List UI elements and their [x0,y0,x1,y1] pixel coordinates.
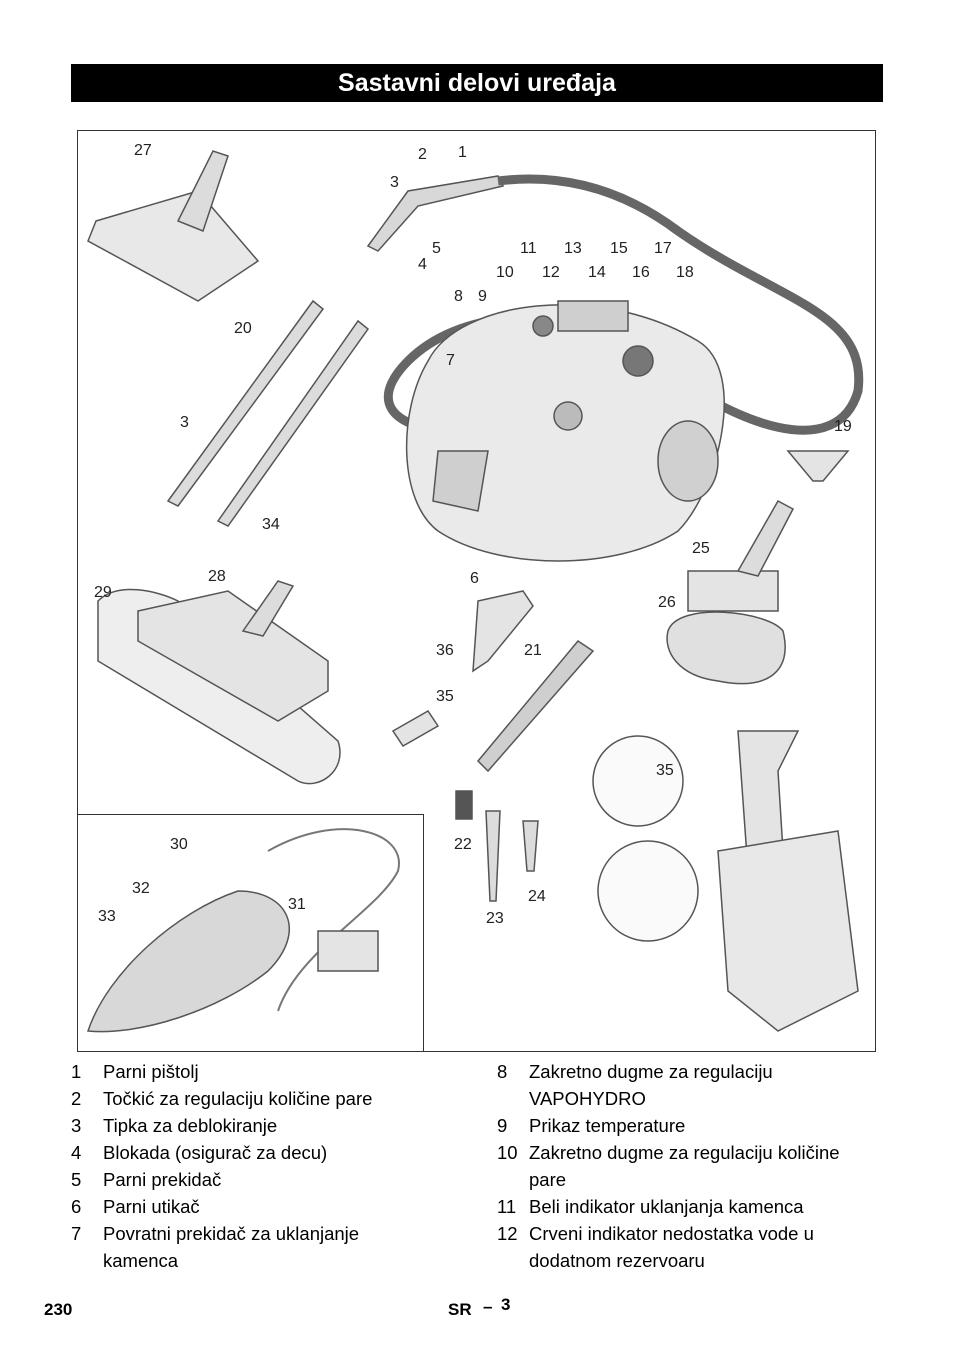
callout-7: 7 [446,352,455,369]
page-title: Sastavni delovi uređaja [71,64,883,102]
parts-illustration: 27 2 1 3 5 4 11 13 15 17 10 12 14 16 18 … [77,130,876,1052]
callout-5: 5 [432,240,441,257]
callout-36: 36 [436,642,454,659]
callout-34: 34 [262,516,280,533]
callout-1: 1 [458,144,467,161]
callout-8: 8 [454,288,463,305]
callout-6: 6 [470,570,479,587]
callout-30: 30 [170,836,188,853]
callout-18: 18 [676,264,694,281]
section-number: 3 [501,1295,511,1314]
callout-23: 23 [486,910,504,927]
callout-31: 31 [288,896,306,913]
callout-35b: 35 [656,762,674,779]
callout-33: 33 [98,908,116,925]
callout-3b: 3 [180,414,189,431]
callout-14: 14 [588,264,606,281]
footer-dash: – [483,1297,493,1316]
callout-20: 20 [234,320,252,337]
callout-32: 32 [132,880,150,897]
callout-35: 35 [436,688,454,705]
callout-29: 29 [94,584,112,601]
callout-9: 9 [478,288,487,305]
callout-16: 16 [632,264,650,281]
callout-12: 12 [542,264,560,281]
callout-3: 3 [390,174,399,191]
iron-inset-frame [78,814,424,1051]
callout-11: 11 [520,240,537,257]
callout-4: 4 [418,256,427,273]
callout-15: 15 [610,240,628,257]
callout-19: 19 [834,418,852,435]
callout-22: 22 [454,836,472,853]
callout-2: 2 [418,146,427,163]
language-code: SR [448,1300,472,1319]
callout-17: 17 [654,240,672,257]
device-drawing [86,150,864,1033]
callout-21: 21 [524,642,542,659]
callout-26: 26 [658,594,676,611]
callout-27: 27 [134,142,152,159]
page-number: 230 [44,1300,73,1319]
callout-13: 13 [564,240,582,257]
callout-25: 25 [692,540,710,557]
callout-24: 24 [528,888,546,905]
callout-10: 10 [496,264,514,281]
callout-28: 28 [208,568,226,585]
